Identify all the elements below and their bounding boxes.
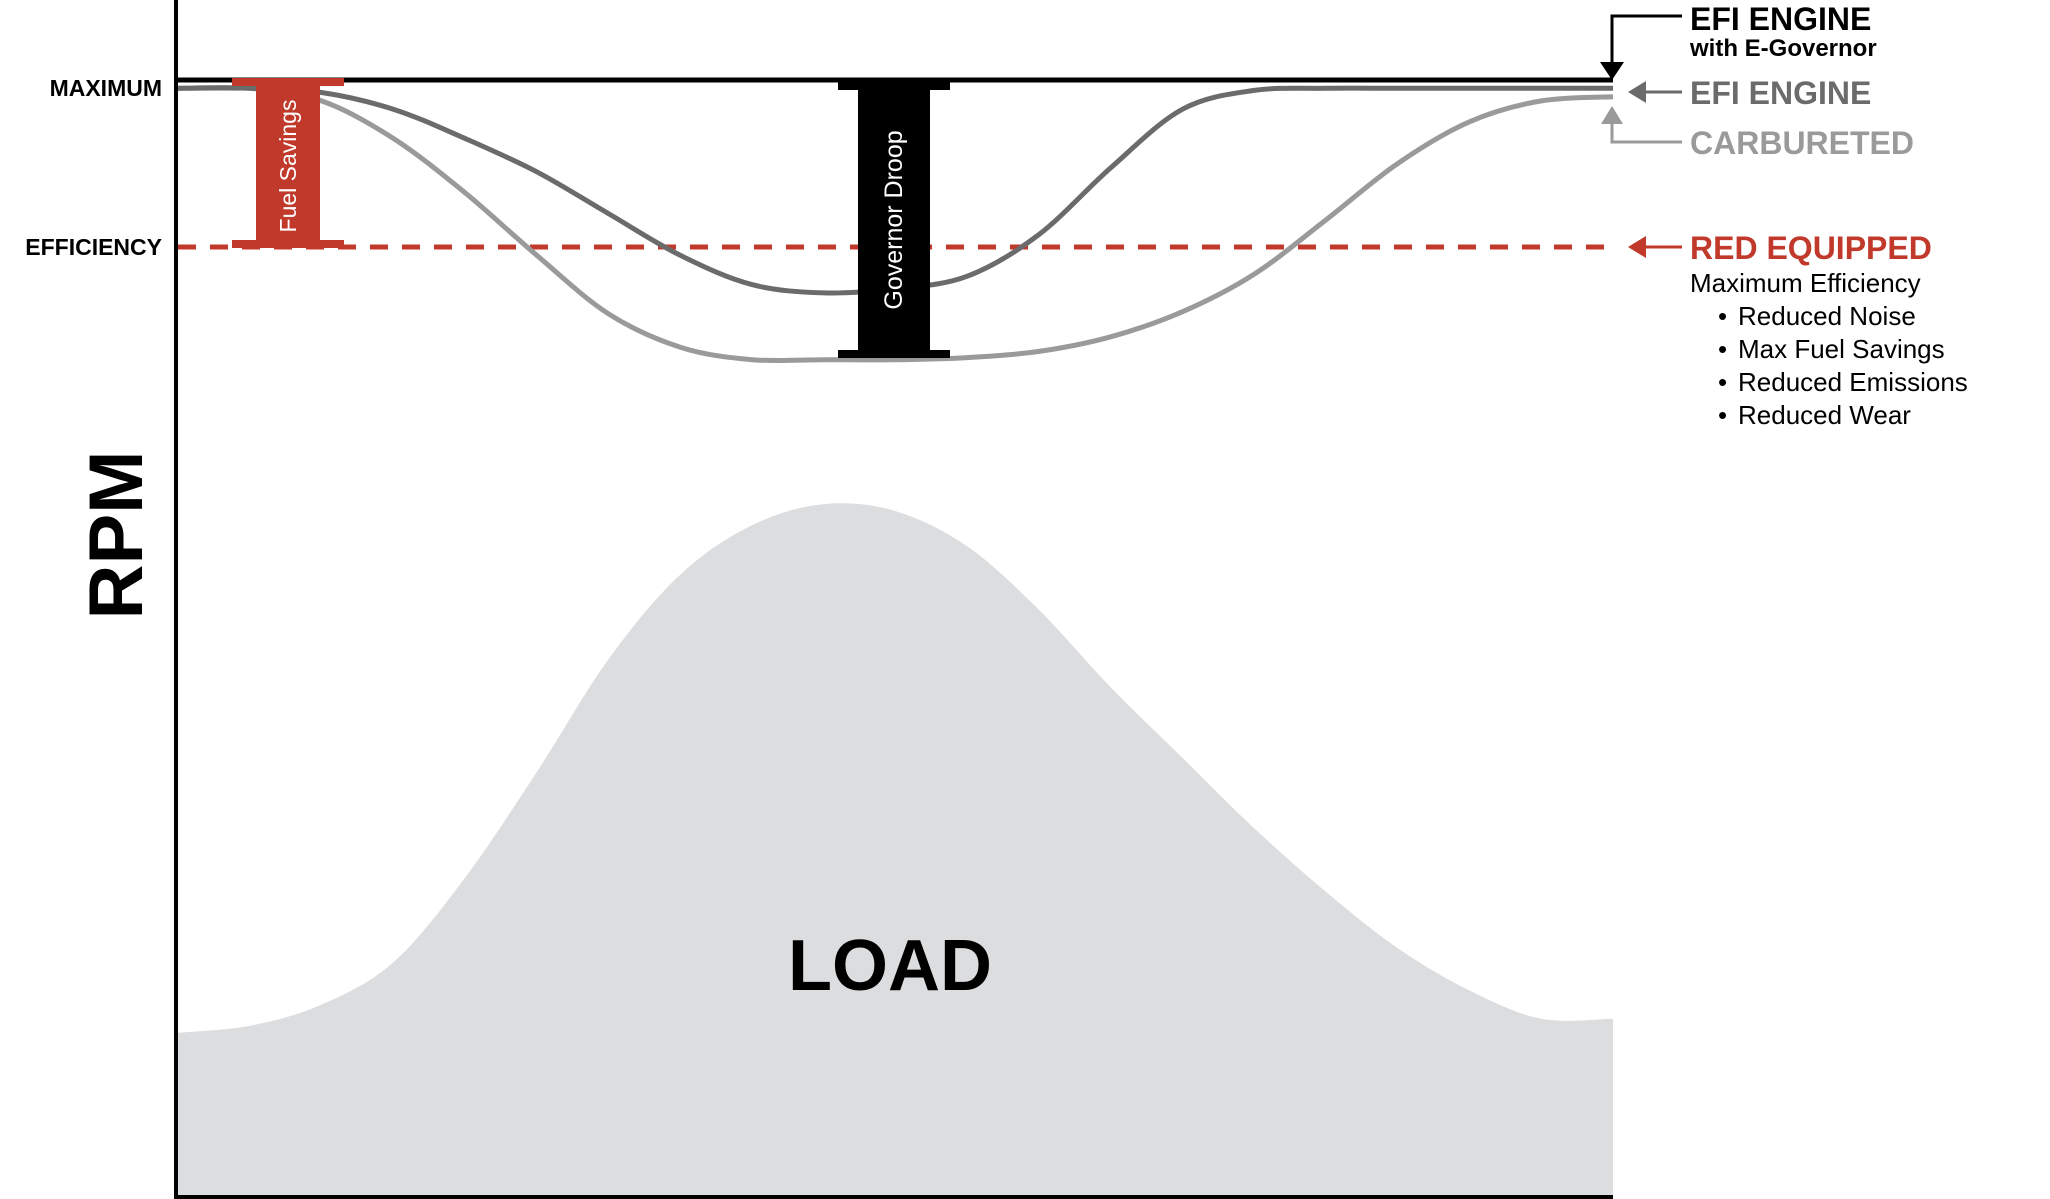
legend-red-equipped: RED EQUIPPED Maximum Efficiency • Reduce… <box>1628 230 1968 430</box>
legend-efi-egovernor-subtitle: with E-Governor <box>1689 35 1877 62</box>
load-area <box>178 503 1613 1196</box>
y-label-maximum: MAXIMUM <box>50 75 162 101</box>
y-label-efficiency: EFFICIENCY <box>25 234 162 260</box>
legend-efi-egovernor: EFI ENGINE with E-Governor <box>1600 1 1877 80</box>
fuel-savings-bracket: Fuel Savings <box>232 78 344 248</box>
legend-carbureted: CARBURETED <box>1601 106 1914 161</box>
benefit-item-3: Reduced Emissions <box>1738 367 1968 397</box>
benefit-item-2: Max Fuel Savings <box>1738 334 1945 364</box>
load-label: LOAD <box>788 926 992 1006</box>
legend-carbureted-title: CARBURETED <box>1690 125 1914 161</box>
benefit-bullet-3: • <box>1718 367 1727 397</box>
benefit-bullet-2: • <box>1718 334 1727 364</box>
legend-red-equipped-title: RED EQUIPPED <box>1690 230 1932 266</box>
y-axis-title: RPM <box>74 451 159 620</box>
benefits-heading: Maximum Efficiency <box>1690 268 1921 298</box>
benefit-item-1: Reduced Noise <box>1738 301 1916 331</box>
legend-efi-engine: EFI ENGINE <box>1628 75 1871 111</box>
governor-droop-bracket: Governor Droop <box>838 82 950 358</box>
benefit-bullet-1: • <box>1718 301 1727 331</box>
fuel-savings-label: Fuel Savings <box>275 100 301 233</box>
benefit-bullet-4: • <box>1718 400 1727 430</box>
series-carbureted-line <box>177 84 1614 364</box>
legend-efi-egovernor-title: EFI ENGINE <box>1690 1 1871 37</box>
legend-efi-engine-title: EFI ENGINE <box>1690 75 1871 111</box>
benefit-item-4: Reduced Wear <box>1738 400 1911 430</box>
governor-droop-label: Governor Droop <box>880 130 908 309</box>
